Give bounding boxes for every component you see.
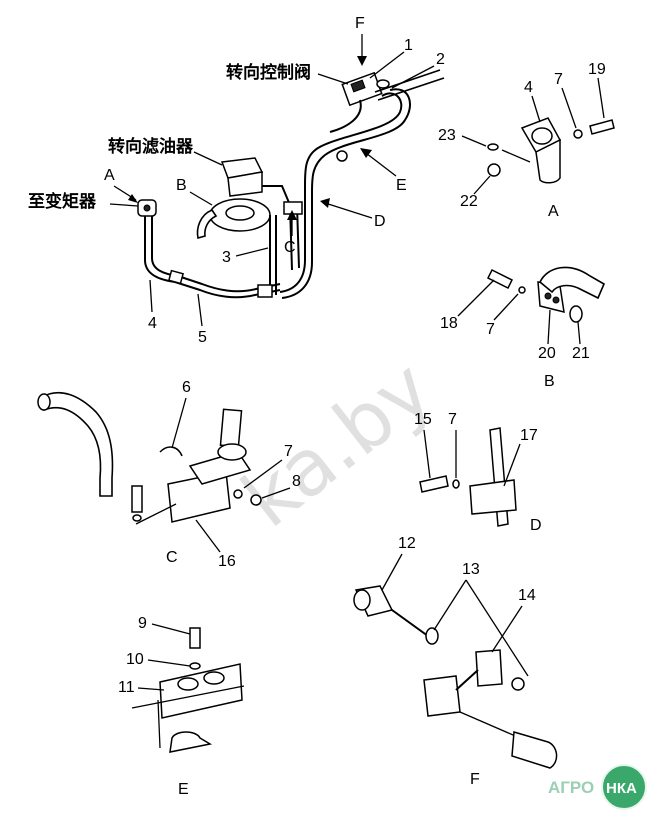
view-title-F: F	[470, 771, 480, 788]
callout-7-C: 7	[284, 443, 293, 460]
arrow-letter-A: A	[104, 167, 115, 184]
arrow-letter-E: E	[396, 177, 407, 194]
steering-control-valve-drawing	[341, 71, 390, 107]
callout-5: 5	[198, 329, 207, 346]
view-E-drawing	[131, 627, 245, 753]
main-assembly	[137, 69, 445, 299]
callout-9: 9	[138, 615, 147, 632]
arrow-letter-C: C	[284, 239, 296, 256]
callout-23: 23	[438, 127, 456, 144]
callout-7-B: 7	[486, 321, 495, 338]
callout-15: 15	[414, 411, 432, 428]
label-steering-control-valve: 转向控制阀	[226, 62, 311, 83]
view-C-drawing	[37, 391, 262, 525]
callout-10: 10	[126, 651, 144, 668]
view-title-B: B	[544, 373, 555, 390]
view-title-E: E	[178, 781, 189, 798]
callout-17: 17	[520, 427, 538, 444]
arrow-letter-D: D	[374, 213, 386, 230]
view-D-drawing	[419, 427, 517, 527]
arrow-letter-B: B	[176, 177, 187, 194]
callout-14: 14	[518, 587, 536, 604]
callout-20: 20	[538, 345, 556, 362]
callout-18: 18	[440, 315, 458, 332]
arrow-letter-F: F	[355, 15, 365, 32]
callout-4: 4	[148, 315, 157, 332]
logo-left-text: АГРО	[548, 778, 594, 797]
callout-11: 11	[118, 679, 135, 696]
logo-right-text: НКА	[606, 780, 637, 797]
callout-6: 6	[182, 379, 191, 396]
callout-12: 12	[398, 535, 416, 552]
callout-21: 21	[572, 345, 590, 362]
view-F-drawing	[353, 585, 558, 769]
view-title-D: D	[530, 517, 542, 534]
label-steering-filter: 转向滤油器	[108, 136, 194, 157]
steering-filter-drawing	[196, 157, 291, 240]
callout-16: 16	[218, 553, 236, 570]
callout-2: 2	[436, 51, 445, 68]
callout-13: 13	[462, 561, 480, 578]
view-B-drawing	[486, 266, 606, 323]
callout-22: 22	[460, 193, 478, 210]
callout-19: 19	[588, 61, 606, 78]
callout-8: 8	[292, 473, 301, 490]
view-title-A: A	[548, 203, 559, 220]
view-title-C: C	[166, 549, 178, 566]
callout-4-A: 4	[524, 79, 533, 96]
callout-3: 3	[222, 249, 231, 266]
callout-1: 1	[404, 37, 413, 54]
callout-7-D: 7	[448, 411, 457, 428]
label-to-torque-converter: 至变矩器	[28, 191, 97, 212]
agronka-logo: АГРО НКА	[548, 764, 647, 810]
watermark: ka.by	[226, 344, 449, 545]
callout-7-A: 7	[554, 71, 563, 88]
view-A-drawing	[487, 117, 615, 184]
